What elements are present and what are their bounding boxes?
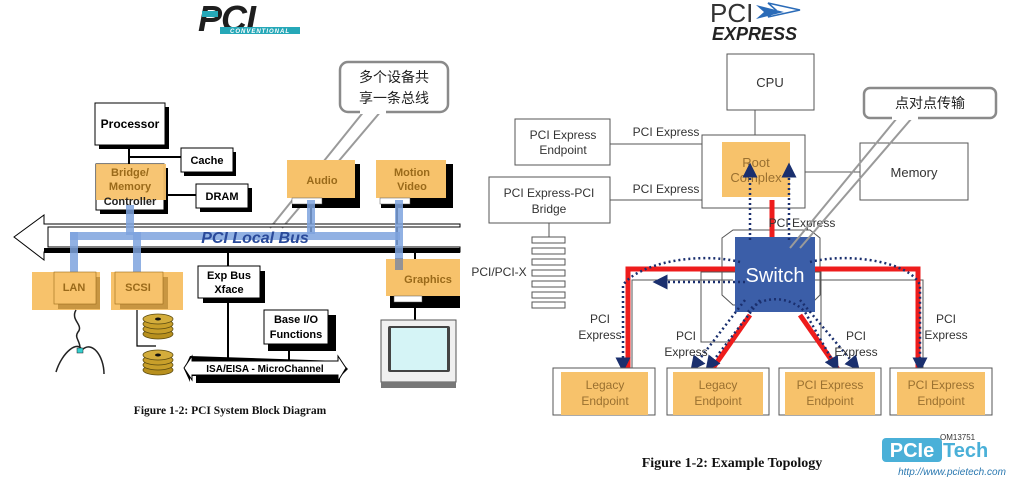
pci-local-bus-label: PCI Local Bus — [201, 230, 309, 247]
processor-block: Processor — [94, 102, 169, 149]
base-io-label-1: Base I/O — [274, 314, 318, 326]
right-figure-caption: Figure 1-2: Example Topology — [642, 456, 823, 471]
exp-bus-xface-block: Exp Bus Xface — [197, 265, 265, 303]
traffic-paths-dotted — [615, 162, 928, 373]
link3-label-1: PCI — [846, 329, 866, 343]
lan-cable-icon — [55, 309, 105, 375]
pcietech-name-2: Tech — [943, 440, 988, 462]
bridge-label-2: Memory — [109, 181, 152, 193]
exp-bus-label-1: Exp Bus — [207, 270, 251, 282]
endpoint-1: Legacy Endpoint — [552, 367, 656, 416]
cache-label: Cache — [190, 155, 223, 167]
link1-label-2: Express — [578, 328, 621, 342]
pcietech-watermark: OM13751 PCIe Tech http://www.pcietech.co… — [882, 433, 1006, 478]
pcie-endpoint-label-2: Endpoint — [539, 143, 587, 157]
pci-logo-accent — [202, 11, 218, 17]
isa-eisa-microchannel-bus: ISA/EISA - MicroChannel — [183, 354, 348, 383]
cache-block: Cache — [180, 147, 236, 176]
endpoint-2-label-1: Legacy — [699, 378, 738, 392]
pcie-endpoint-label-1: PCI Express — [530, 128, 597, 142]
link3-label-2: Express — [834, 345, 877, 359]
memory-label: Memory — [891, 165, 938, 180]
pci-pcix-label: PCI/PCI-X — [471, 265, 526, 279]
disk-drive-icon-2 — [142, 349, 174, 376]
motion-label-2: Video — [397, 181, 427, 193]
motion-label-1: Motion — [394, 167, 430, 179]
exp-bus-label-2: Xface — [214, 284, 243, 296]
link2-label-1: PCI — [676, 329, 696, 343]
root-complex-label-2: Complex — [730, 170, 782, 185]
callout-right-label: 点对点传输 — [895, 95, 965, 111]
endpoint-4-label-1: PCI Express — [908, 378, 975, 392]
endpoint-4-label-2: Endpoint — [917, 394, 965, 408]
bridge-label-2: Bridge — [532, 202, 567, 216]
pci-logo-band — [220, 27, 300, 34]
scsi-label: SCSI — [125, 282, 151, 294]
dram-block: DRAM — [195, 183, 252, 212]
graphics-label: Graphics — [404, 274, 452, 286]
bridge-link-label: PCI Express — [633, 182, 700, 196]
link2-label-2: Express — [664, 345, 707, 359]
audio-label: Audio — [306, 175, 337, 187]
endpoint-link-label: PCI Express — [633, 125, 700, 139]
pcie-pci-bridge-block: PCI Express-PCI Bridge — [488, 176, 611, 224]
pcie-endpoint-block: PCI Express Endpoint — [514, 118, 611, 166]
endpoint-1-label-2: Endpoint — [581, 394, 629, 408]
bridge-label-3: Controller — [104, 196, 157, 208]
switch-label: Switch — [746, 265, 805, 287]
pcie-logo-sub: EXPRESS — [712, 24, 797, 44]
shared-bus-callout: 多个设备共 享一条总线 — [269, 60, 450, 229]
endpoint-3-label-1: PCI Express — [797, 378, 864, 392]
endpoint-2: Legacy Endpoint — [666, 367, 770, 416]
dram-label: DRAM — [206, 191, 239, 203]
base-io-functions-block: Base I/O Functions — [263, 309, 336, 351]
isa-bus-label: ISA/EISA - MicroChannel — [206, 364, 324, 375]
motion-video-card: Motion Video — [376, 160, 453, 208]
callout-line-1: 多个设备共 — [359, 69, 429, 85]
point-to-point-callout: 点对点传输 — [789, 86, 998, 249]
root-complex-block: Root Complex — [701, 134, 806, 209]
processor-label: Processor — [101, 117, 160, 131]
pci-local-bus: PCI Local Bus — [13, 200, 461, 276]
om-code: OM13751 — [940, 433, 976, 442]
graphics-card: Graphics — [386, 258, 460, 308]
pci-pcix-bus-ladder — [531, 236, 566, 309]
switch-block: Switch — [735, 237, 815, 312]
endpoint-1-label-1: Legacy — [586, 378, 625, 392]
pcietech-name-1: PCIe — [890, 440, 934, 462]
root-complex-label-1: Root — [742, 155, 770, 170]
link4-label-2: Express — [924, 328, 967, 342]
audio-card: Audio — [287, 160, 360, 208]
monitor-icon — [380, 319, 457, 388]
memory-block: Memory — [859, 142, 969, 201]
endpoint-3: PCI Express Endpoint — [778, 367, 882, 416]
pcietech-url: http://www.pcietech.com — [898, 467, 1006, 478]
pci-conventional-logo: PCI CONVENTIONAL — [198, 0, 300, 39]
pcietech-logo-badge — [882, 438, 942, 462]
lan-card: LAN — [32, 271, 100, 310]
pci-logo-subtext: CONVENTIONAL — [230, 29, 290, 35]
lan-label: LAN — [63, 282, 86, 294]
endpoint-2-label-2: Endpoint — [694, 394, 742, 408]
endpoint-4: PCI Express Endpoint — [889, 367, 993, 416]
callout-line-2: 享一条总线 — [359, 90, 429, 106]
link4-label-1: PCI — [936, 312, 956, 326]
cpu-label: CPU — [756, 75, 783, 90]
cpu-block: CPU — [726, 53, 815, 111]
bridge-label-1: Bridge/ — [111, 167, 149, 179]
pcie-logo-main: PCI — [710, 0, 753, 28]
lan-connector-icon — [76, 347, 84, 354]
bridge-label-1: PCI Express-PCI — [504, 186, 595, 200]
disk-drive-icon-1 — [142, 313, 174, 340]
base-io-label-2: Functions — [270, 329, 323, 341]
scsi-card: SCSI — [111, 271, 183, 310]
link1-label-1: PCI — [590, 312, 610, 326]
left-figure-caption: Figure 1-2: PCI System Block Diagram — [134, 405, 327, 417]
endpoint-3-label-2: Endpoint — [806, 394, 854, 408]
pci-express-logo: PCI EXPRESS — [710, 0, 801, 44]
